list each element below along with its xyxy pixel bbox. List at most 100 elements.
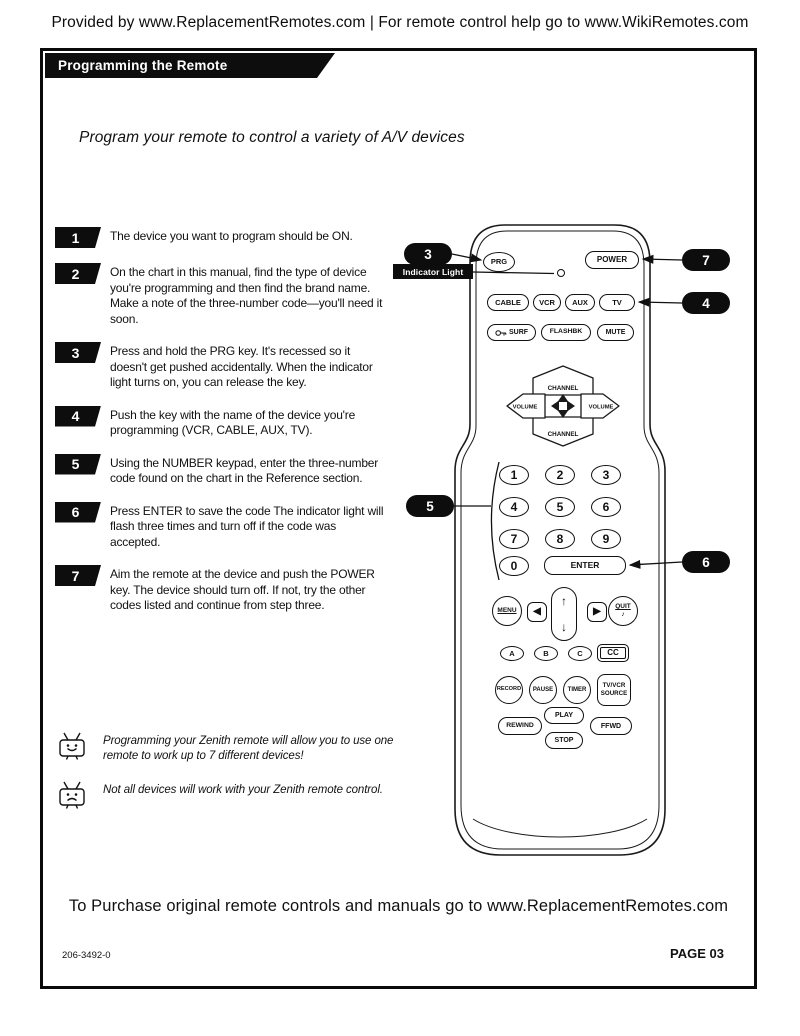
callout-arrow-prg: [451, 253, 483, 263]
quit-key: QUIT ♪: [608, 596, 638, 626]
step-text: On the chart in this manual, find the ty…: [110, 265, 383, 326]
pause-key: PAUSE: [529, 676, 557, 704]
stop-key: STOP: [545, 732, 583, 749]
tv-vcr-label-line2: SOURCE: [600, 690, 628, 697]
cable-key: CABLE: [487, 294, 529, 311]
keypad-bracket: [490, 461, 500, 581]
rocker-center-arrows-icon: [551, 394, 575, 418]
step-text: Push the key with the name of the device…: [110, 407, 356, 438]
ffwd-key: FFWD: [590, 717, 632, 735]
callout-arrow-power: [641, 254, 683, 264]
notes-section: Programming your Zenith remote will allo…: [57, 731, 437, 826]
step-5: 5 Using the NUMBER keypad, enter the thr…: [55, 453, 403, 487]
channel-volume-rocker: [506, 365, 620, 447]
volume-right-label: VOLUME: [589, 405, 614, 411]
digit-4-key: 4: [499, 497, 529, 517]
power-key: POWER: [585, 251, 639, 269]
remote-inner-outline: [460, 230, 660, 850]
indicator-light-tag: Indicator Light: [393, 264, 473, 279]
digit-0-key: 0: [499, 556, 529, 576]
callout-4-balloon: 4: [682, 292, 730, 314]
step-number-badge: 5: [55, 453, 101, 475]
page-footer: 206-3492-0 PAGE 03: [62, 946, 724, 961]
step-7: 7 Aim the remote at the device and push …: [55, 565, 403, 614]
channel-up-label: CHANNEL: [548, 385, 579, 392]
right-arrow-icon: ▶: [593, 606, 601, 617]
document-number: 206-3492-0: [62, 950, 111, 961]
callout-5-balloon: 5: [406, 495, 454, 517]
rewind-key: REWIND: [498, 717, 542, 735]
callout-6-balloon: 6: [682, 551, 730, 573]
page-number: PAGE 03: [670, 946, 724, 961]
callout-3-balloon: 3: [404, 243, 452, 265]
surf-key: SURF: [487, 324, 536, 341]
up-arrow-icon: ↑: [561, 594, 567, 608]
step-3: 3 Press and hold the PRG key. It's reces…: [55, 342, 403, 391]
left-arrow-icon: ◀: [533, 606, 541, 617]
callout-arrow-tv: [637, 297, 683, 307]
callout-7-balloon: 7: [682, 249, 730, 271]
tv-smiley-icon: [59, 732, 85, 760]
quit-label: QUIT: [615, 603, 631, 611]
nav-left-key: ◀: [527, 602, 547, 622]
purchase-line: To Purchase original remote controls and…: [68, 897, 729, 915]
nav-up-down-key: ↑ ↓: [551, 587, 577, 641]
digit-6-key: 6: [591, 497, 621, 517]
note-text: Programming your Zenith remote will allo…: [103, 735, 394, 762]
nav-right-key: ▶: [587, 602, 607, 622]
surf-label: SURF: [508, 329, 529, 336]
note-item: Programming your Zenith remote will allo…: [57, 731, 437, 764]
key-icon: [495, 329, 507, 336]
a-key: A: [500, 646, 524, 661]
step-number-badge: 2: [55, 263, 101, 284]
indicator-pointer-line: [472, 271, 555, 275]
note-text: Not all devices will work with your Zeni…: [103, 784, 383, 796]
cc-key: CC: [597, 644, 629, 662]
digit-3-key: 3: [591, 465, 621, 485]
channel-down-label: CHANNEL: [548, 431, 579, 438]
step-text: The device you want to program should be…: [110, 229, 353, 243]
tv-frown-icon: [59, 781, 85, 809]
timer-key: TIMER: [563, 676, 591, 704]
step-text: Press and hold the PRG key. It's recesse…: [110, 344, 373, 389]
play-key: PLAY: [544, 707, 584, 724]
menu-key: MENU: [492, 596, 522, 626]
page-frame: Programming the Remote Program your remo…: [40, 48, 757, 989]
aux-key: AUX: [565, 294, 595, 311]
enter-key: ENTER: [544, 556, 626, 575]
tv-vcr-source-key: TV/VCR SOURCE: [597, 674, 631, 706]
record-key: RECORD: [495, 676, 523, 704]
step-1: 1 The device you want to program should …: [55, 227, 403, 248]
mute-key: MUTE: [597, 324, 634, 341]
remote-diagram: CHANNEL CHANNEL VOLUME VOLUME PRG POWER: [393, 219, 733, 869]
tv-vcr-label-line1: TV/VCR: [602, 681, 626, 689]
down-arrow-icon: ↓: [561, 620, 567, 634]
music-note-icon: ♪: [621, 610, 625, 618]
step-number-badge: 1: [55, 227, 101, 248]
section-title: Programming the Remote: [58, 58, 228, 73]
callout-arrows: [451, 253, 683, 581]
b-key: B: [534, 646, 558, 661]
vcr-key: VCR: [533, 294, 561, 311]
battery-cover-arc: [472, 818, 648, 838]
digit-1-key: 1: [499, 465, 529, 485]
section-header: Programming the Remote: [45, 53, 335, 78]
tv-key: TV: [599, 294, 635, 311]
volume-left-label: VOLUME: [513, 405, 538, 411]
digit-7-key: 7: [499, 529, 529, 549]
digit-9-key: 9: [591, 529, 621, 549]
provider-banner: Provided by www.ReplacementRemotes.com |…: [51, 14, 749, 31]
intro-text: Program your remote to control a variety…: [79, 129, 465, 146]
callout-arrow-enter: [628, 559, 683, 569]
step-number-badge: 4: [55, 405, 101, 427]
step-number-badge: 6: [55, 501, 101, 523]
steps-list: 1 The device you want to program should …: [55, 227, 403, 629]
menu-label: MENU: [497, 606, 517, 614]
step-2: 2 On the chart in this manual, find the …: [55, 263, 403, 327]
prg-key: PRG: [483, 252, 515, 272]
flashbk-key: FLASHBK: [541, 324, 591, 341]
step-text: Using the NUMBER keypad, enter the three…: [110, 455, 379, 486]
step-number-badge: 3: [55, 342, 101, 363]
indicator-light: [557, 269, 565, 277]
